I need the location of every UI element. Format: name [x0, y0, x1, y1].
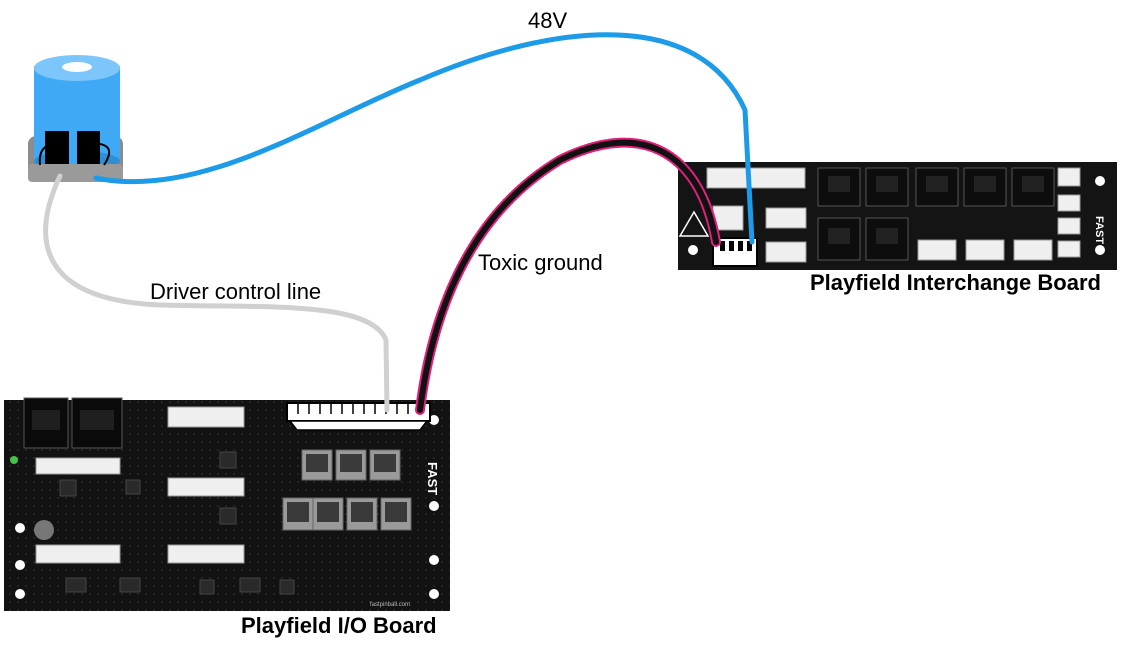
- voltage-label: 48V: [528, 8, 568, 33]
- io-board-label: Playfield I/O Board: [241, 613, 437, 638]
- playfield-io-board: FAST fastpinball.com: [4, 397, 450, 611]
- playfield-interchange-board: FAST: [678, 162, 1117, 270]
- interchange-board-label: Playfield Interchange Board: [810, 270, 1101, 295]
- driver-control-label: Driver control line: [150, 279, 322, 304]
- io-url: fastpinball.com: [370, 602, 410, 608]
- toxic-ground-glow: [415, 137, 721, 415]
- solenoid-coil: [28, 55, 123, 182]
- interchange-brand: FAST: [1093, 216, 1105, 244]
- voltage-48v-wire: [93, 32, 755, 245]
- driver-control-wire: [43, 173, 390, 413]
- toxic-ground-label: Toxic ground: [478, 250, 603, 275]
- toxic-ground-wire: [417, 139, 719, 413]
- io-brand: FAST: [425, 462, 440, 495]
